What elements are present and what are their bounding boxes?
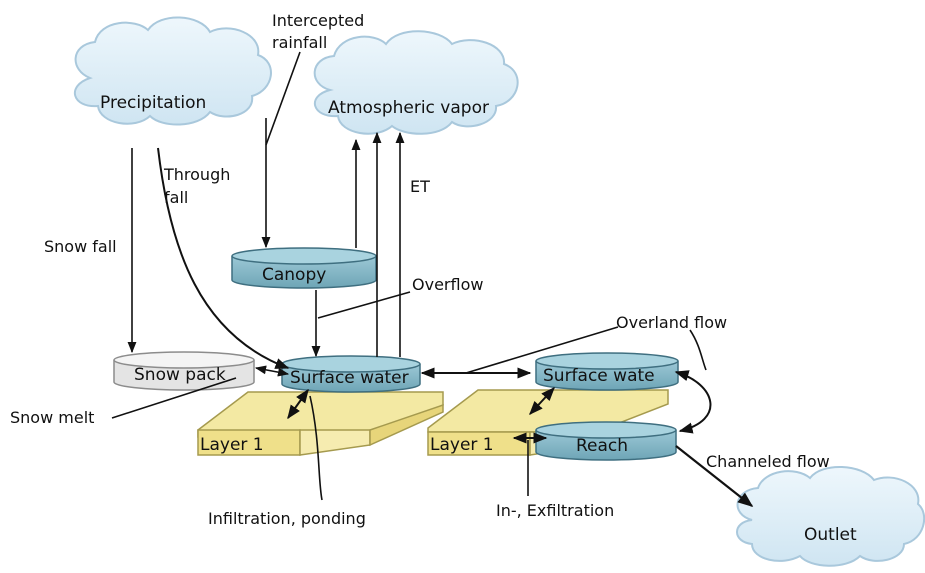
through-fall-label-line2: fall [164, 188, 188, 207]
snow-fall-label: Snow fall [44, 237, 117, 256]
channeled-flow-label: Channeled flow [706, 452, 830, 471]
left-layer-label: Layer 1 [200, 435, 264, 455]
through-fall-arrow [157, 147, 290, 369]
left-layer: Layer 1 [197, 391, 444, 456]
overland-flow-label: Overland flow [616, 313, 727, 332]
et-label: ET [410, 177, 430, 196]
infiltration-leader [309, 395, 323, 501]
precipitation-label: Precipitation [100, 93, 206, 113]
overland-flow-leader-2 [689, 329, 707, 371]
outlet-label: Outlet [804, 525, 857, 545]
intercepted-rainfall-line [265, 51, 301, 146]
left-infiltration-arrow [287, 388, 309, 420]
snow-pack-label: Snow pack [134, 365, 226, 385]
right-surface-water-label: Surface wate [543, 366, 655, 386]
intercepted-label-line1: Intercepted [272, 11, 364, 30]
surface-reach-arrow [674, 370, 712, 434]
outlet-cloud: Outlet [736, 465, 925, 567]
exfiltration-label: In-, Exfiltration [496, 501, 614, 520]
right-infiltration-arrow [529, 386, 555, 416]
intercepted-label-line2: rainfall [272, 33, 327, 52]
channeled-flow-arrow [675, 445, 754, 507]
precipitation-cloud: Precipitation [73, 16, 272, 126]
infiltration-label: Infiltration, ponding [208, 509, 366, 528]
reach-label: Reach [576, 436, 628, 456]
flow-arrows [111, 51, 754, 507]
left-surface-water-tank: Surface water [281, 355, 421, 393]
through-fall-label-line1: Through [163, 165, 230, 184]
overflow-leader [317, 291, 411, 319]
reach-tank: Reach [535, 421, 677, 461]
atmospheric-vapor-label: Atmospheric vapor [328, 98, 489, 118]
overland-flow-leader-1 [465, 326, 619, 374]
left-surface-water-label: Surface water [290, 368, 409, 388]
snow-pack-tank: Snow pack [113, 351, 255, 391]
right-surface-water-tank: Surface wate [535, 352, 679, 391]
snow-melt-leader [111, 377, 237, 419]
canopy-label: Canopy [262, 265, 326, 285]
overflow-label: Overflow [412, 275, 483, 294]
right-layer-label: Layer 1 [430, 435, 494, 455]
canopy-tank: Canopy [231, 247, 377, 289]
snow-pack-surface-arrow [254, 365, 290, 377]
snow-melt-label: Snow melt [10, 408, 94, 427]
atmospheric-vapor-cloud: Atmospheric vapor [313, 30, 519, 135]
